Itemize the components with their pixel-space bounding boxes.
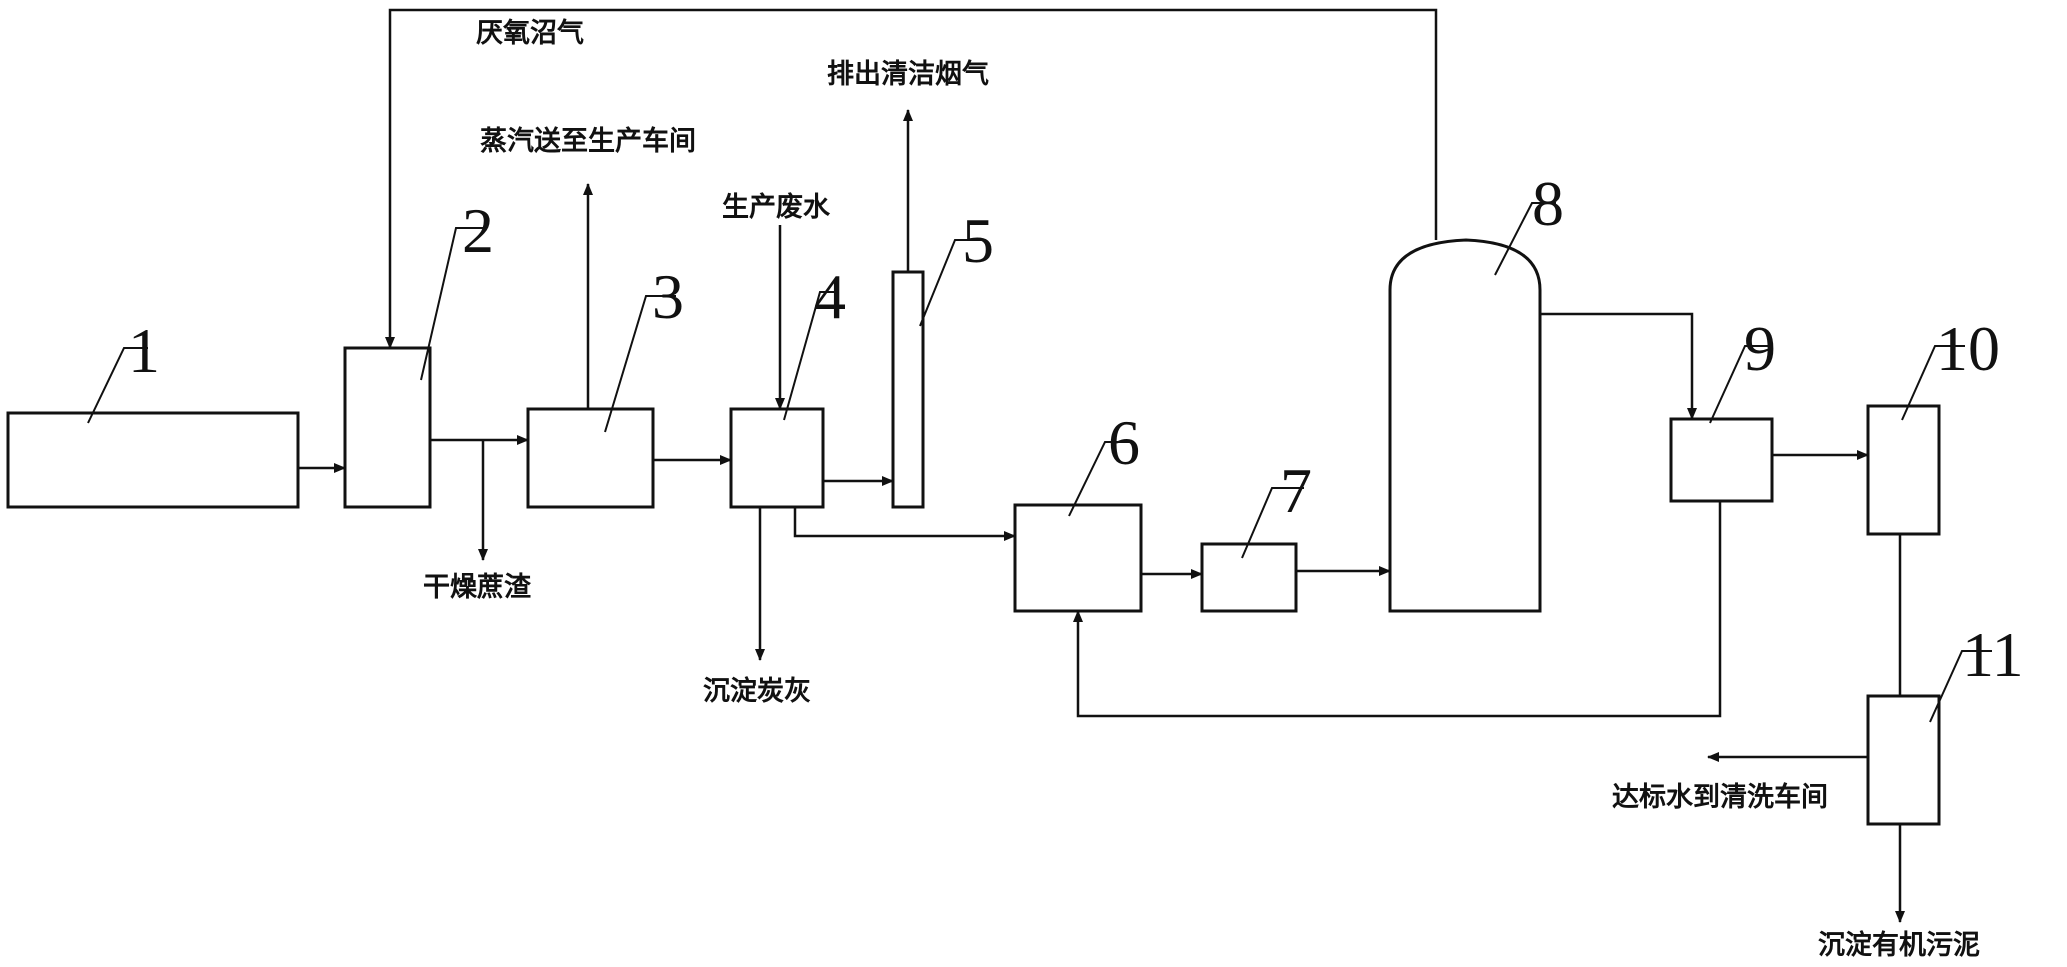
unit-number-2: 2 bbox=[462, 195, 494, 266]
leader-5 bbox=[919, 239, 983, 327]
unit-number-5: 5 bbox=[962, 205, 994, 276]
unit-3-box bbox=[526, 407, 655, 509]
unit-2-box bbox=[343, 346, 432, 509]
leader-8 bbox=[1494, 202, 1556, 276]
unit-9-box bbox=[1669, 417, 1774, 503]
leader-1 bbox=[87, 347, 148, 424]
flow-8-to-9 bbox=[1540, 312, 1697, 420]
leader-6 bbox=[1068, 441, 1130, 517]
unit-number-6: 6 bbox=[1108, 407, 1140, 478]
unit-10-box bbox=[1866, 404, 1941, 536]
leader-4 bbox=[783, 291, 836, 421]
unit-number-11: 11 bbox=[1962, 619, 2024, 690]
leader-3 bbox=[604, 295, 676, 433]
unit-7-box bbox=[1200, 542, 1298, 613]
unit-number-10: 10 bbox=[1936, 313, 2000, 384]
label-steam: 蒸汽送至生产车间 bbox=[480, 125, 696, 157]
unit-8-vessel bbox=[1388, 238, 1542, 613]
leader-7 bbox=[1241, 487, 1304, 559]
flow-4-to-6 bbox=[793, 507, 1016, 541]
unit-number-7: 7 bbox=[1280, 455, 1312, 526]
leader-2 bbox=[420, 227, 484, 381]
label-settled-ash: 沉淀炭灰 bbox=[703, 675, 811, 707]
leader-10 bbox=[1901, 345, 1965, 421]
label-organic-sludge: 沉淀有机污泥 bbox=[1818, 929, 1980, 961]
unit-number-8: 8 bbox=[1532, 168, 1564, 239]
unit-4-box bbox=[729, 407, 825, 509]
label-dried-residue: 干燥蔗渣 bbox=[423, 572, 532, 603]
leader-11 bbox=[1929, 650, 1992, 723]
unit-11-box bbox=[1866, 694, 1941, 826]
unit-number-3: 3 bbox=[652, 261, 684, 332]
unit-number-1: 1 bbox=[128, 315, 160, 386]
label-biogas: 厌氧沼气 bbox=[476, 18, 584, 49]
label-wastewater: 生产废水 bbox=[722, 191, 831, 223]
unit-1-box bbox=[6, 411, 300, 509]
flow-9-return-to-6 bbox=[1073, 501, 1722, 718]
flow-biogas-8-to-2 bbox=[385, 8, 1438, 349]
leader-9 bbox=[1709, 345, 1768, 424]
unit-number-9: 9 bbox=[1744, 313, 1776, 384]
unit-5-box bbox=[891, 270, 925, 509]
label-compliant-water: 达标水到清洗车间 bbox=[1612, 781, 1828, 813]
unit-number-4: 4 bbox=[814, 261, 846, 332]
label-clean-flue-gas: 排出清洁烟气 bbox=[827, 59, 989, 90]
unit-6-box bbox=[1013, 503, 1143, 613]
